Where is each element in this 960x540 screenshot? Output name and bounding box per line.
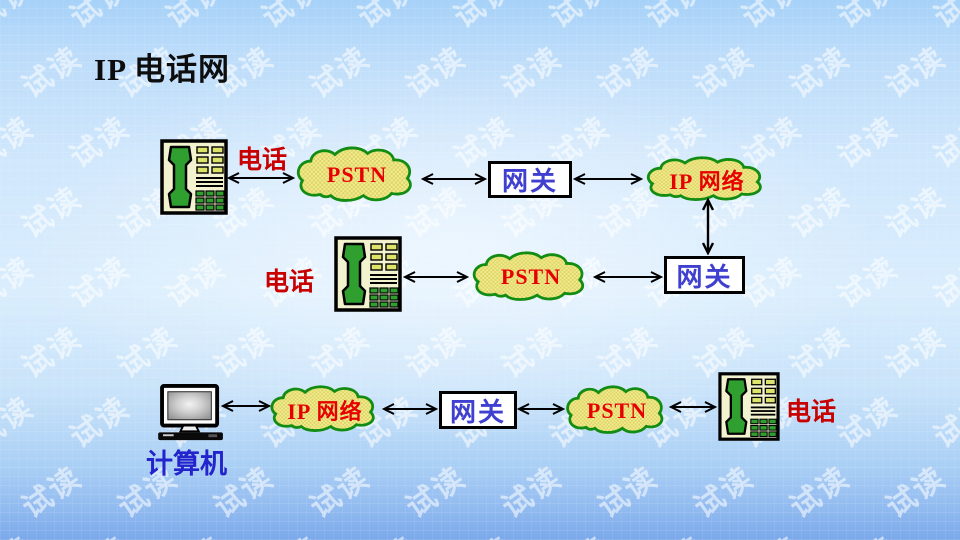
gateway-box-row2: 网关 (664, 256, 745, 294)
pstn-cloud-row3: PSTN (564, 386, 670, 433)
phone-label-row3: 电话 (786, 399, 837, 426)
cloud-shape (268, 386, 382, 431)
pstn-cloud-row1: PSTN (294, 147, 420, 201)
cloud-label: IP 网络 (287, 398, 363, 424)
link-arrow (668, 399, 718, 415)
link-arrow (402, 269, 470, 285)
cloud-label: PSTN (586, 397, 648, 423)
link-arrow (226, 170, 296, 186)
telephone-icon (160, 139, 228, 215)
link-arrow (420, 171, 488, 187)
ip-network-cloud-row3: IP 网络 (268, 386, 382, 431)
cloud-label: IP 网络 (669, 168, 745, 194)
cloud-shape (470, 252, 592, 300)
cloud-label: PSTN (500, 264, 562, 289)
ip-network-cloud-row1: IP 网络 (644, 157, 770, 200)
cloud-shape (644, 157, 770, 200)
telephone-icon (334, 236, 402, 312)
telephone-icon (716, 372, 782, 441)
gateway-label: 网关 (449, 397, 506, 427)
phone-label-row2: 电话 (264, 269, 315, 296)
computer-icon (155, 384, 229, 442)
link-arrow (516, 401, 566, 417)
gateway-label: 网关 (501, 167, 558, 196)
link-arrow (592, 269, 664, 285)
vertical-link-arrow (700, 197, 716, 256)
link-arrow (220, 398, 272, 414)
gateway-box-row3: 网关 (439, 391, 517, 429)
page-title: IP 电话网 (94, 52, 231, 87)
link-arrow (381, 401, 439, 417)
gateway-box-row1: 网关 (488, 161, 572, 198)
gateway-label: 网关 (676, 262, 733, 292)
cloud-shape (564, 386, 670, 433)
computer-label: 计算机 (146, 449, 227, 479)
cloud-label: PSTN (326, 162, 388, 187)
phone-label-row1: 电话 (237, 147, 288, 174)
link-arrow (572, 171, 644, 187)
pstn-cloud-row2: PSTN (470, 252, 592, 300)
cloud-shape (294, 147, 420, 201)
